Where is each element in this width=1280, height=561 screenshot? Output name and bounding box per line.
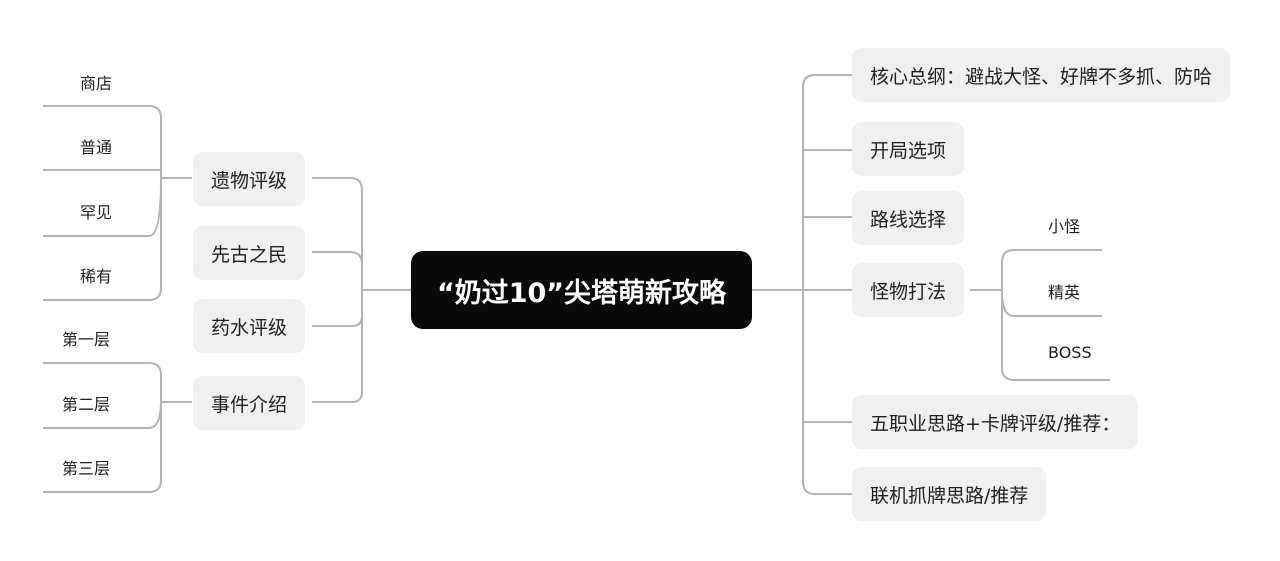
leaf-relic-shop[interactable]: 商店 [80, 74, 113, 93]
node-relic-rating[interactable]: 遗物评级 [193, 152, 306, 206]
node-ancients[interactable]: 先古之民 [193, 226, 306, 280]
leaf-monster-normal[interactable]: 小怪 [1048, 217, 1081, 236]
connector-left-branches [312, 177, 363, 403]
node-core-principles[interactable]: 核心总纲：避战大怪、好牌不多抓、防哈 [852, 48, 1231, 102]
node-opening-options[interactable]: 开局选项 [852, 122, 965, 176]
node-route-choice[interactable]: 路线选择 [852, 191, 965, 245]
leaf-relic-common[interactable]: 普通 [80, 138, 113, 157]
node-monster-tactics[interactable]: 怪物打法 [852, 263, 965, 317]
leaf-relic-rare[interactable]: 稀有 [80, 267, 113, 286]
connector-monster-children [970, 249, 1110, 381]
node-potion-rating[interactable]: 药水评级 [193, 299, 306, 353]
leaf-relic-uncommon[interactable]: 罕见 [80, 203, 113, 222]
leaf-event-floor-1[interactable]: 第一层 [62, 330, 111, 349]
node-coop-picks[interactable]: 联机抓牌思路/推荐 [852, 467, 1047, 521]
leaf-monster-elite[interactable]: 精英 [1048, 283, 1081, 302]
central-topic[interactable]: “奶过10”尖塔萌新攻略 [411, 251, 752, 329]
leaf-event-floor-3[interactable]: 第三层 [62, 459, 111, 478]
connector-events-children [43, 362, 192, 493]
node-events[interactable]: 事件介绍 [193, 376, 306, 430]
node-class-guides[interactable]: 五职业思路+卡牌评级/推荐： [852, 395, 1139, 449]
connector-relic-children [43, 105, 192, 301]
leaf-event-floor-2[interactable]: 第二层 [62, 395, 111, 414]
connector-right-branches [802, 74, 852, 495]
leaf-monster-boss[interactable]: BOSS [1048, 343, 1092, 362]
